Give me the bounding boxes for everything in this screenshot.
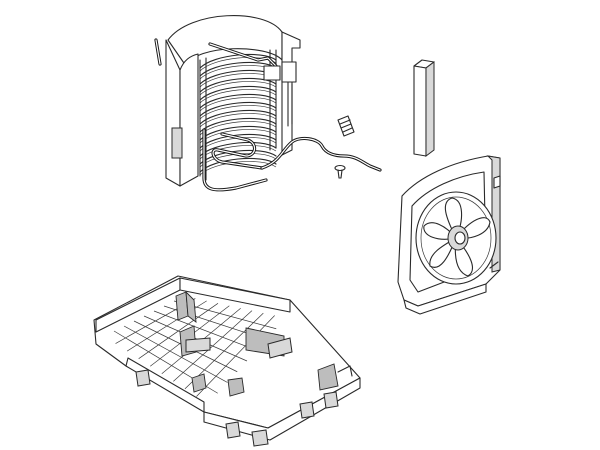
coil-ring <box>199 93 277 109</box>
coil-ring-inner <box>199 113 277 128</box>
fan-shroud <box>397 155 501 315</box>
screw <box>334 164 346 179</box>
coil-ring <box>199 85 277 101</box>
bar-spacer <box>413 59 435 157</box>
coil-ring <box>199 61 277 77</box>
grid-line <box>173 310 253 382</box>
sensor-plug <box>337 115 355 137</box>
coil-ring-inner <box>199 105 277 120</box>
coil-ring-inner <box>199 81 277 96</box>
coil-ring <box>199 109 277 125</box>
grid-line <box>153 310 257 351</box>
grid-line <box>196 315 275 397</box>
coil-ring <box>199 117 277 133</box>
grid-line <box>138 303 219 359</box>
base-tray <box>93 275 361 447</box>
capillary-tube <box>260 136 382 172</box>
grid-line <box>143 315 248 362</box>
coil-ring-inner <box>199 97 277 112</box>
coil-ring <box>199 77 277 93</box>
coil-ring <box>199 101 277 117</box>
coil-evaporator <box>154 15 301 192</box>
grid-line <box>123 325 228 383</box>
coil-ring-inner <box>199 89 277 104</box>
